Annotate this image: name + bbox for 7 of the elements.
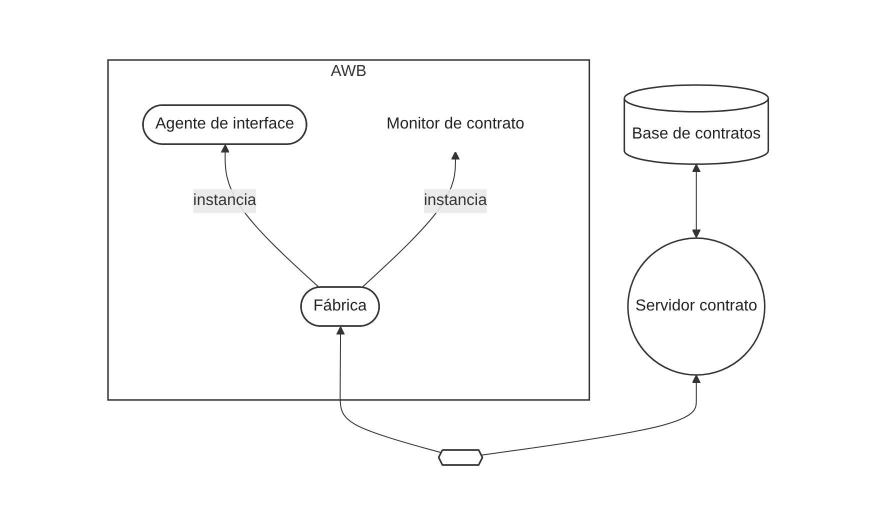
node-circle: Servidor contrato: [627, 237, 766, 376]
arrow: [336, 326, 442, 454]
edge-label: instancia: [193, 192, 256, 210]
node-text: Monitor de contrato: [386, 116, 524, 133]
edge-label: instancia: [424, 192, 487, 210]
arrow: [480, 374, 701, 456]
arrow: [692, 164, 701, 238]
